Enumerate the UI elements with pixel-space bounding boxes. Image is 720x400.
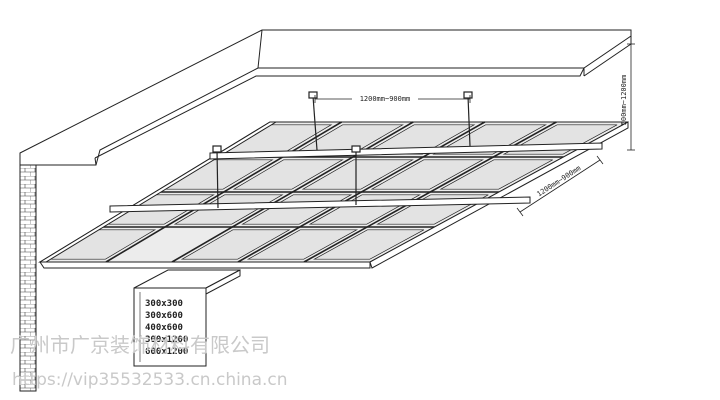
- hanger-rods: [212, 91, 473, 209]
- ceiling-panel: [439, 159, 553, 190]
- hanger-clip: [308, 91, 318, 99]
- dimension-label-drop: 500mm~1200mm: [620, 75, 628, 126]
- ceiling-panel: [301, 159, 414, 190]
- panel-size: 400x600: [145, 323, 183, 333]
- panel-size: 300x300: [145, 299, 183, 309]
- panel-size: 600x1200: [145, 347, 188, 357]
- panel-size: 300x1200: [145, 335, 188, 345]
- main-carrier-back: [209, 142, 603, 160]
- panel-size: 300x600: [145, 311, 183, 321]
- watermark-company: 广州市广京装饰材料有限公司: [10, 333, 270, 357]
- ceiling-panel: [180, 229, 291, 260]
- dimension-label-top: 1200mm~900mm: [360, 95, 411, 103]
- dimension-top-span: 1200mm~900mm: [314, 94, 471, 103]
- hanger-clip: [351, 145, 361, 153]
- hanger-clip: [212, 145, 222, 153]
- front-edge-trim: [39, 261, 371, 269]
- panel-size-list: 300x300 300x600 400x600 300x1200 600x1200: [145, 299, 188, 357]
- ceiling-slab: [19, 29, 632, 166]
- exploded-panel: 300x300 300x600 400x600 300x1200 600x1200: [133, 269, 241, 367]
- ceiling-panel: [370, 159, 484, 190]
- ceiling-panel: [246, 229, 359, 260]
- ceiling-panel: [232, 159, 344, 190]
- hanger-clip: [463, 91, 473, 99]
- side-edge-trim: [369, 121, 629, 269]
- main-carrier-front: [109, 196, 531, 213]
- watermark-url: https://vip35532533.cn.china.cn: [12, 370, 288, 390]
- ceiling-panel: [312, 229, 425, 260]
- grid-tees: [97, 121, 564, 263]
- main-carriers: [109, 142, 603, 213]
- brick-wall: [19, 164, 37, 392]
- dimension-drop-height: 500mm~1200mm: [620, 43, 635, 151]
- watermark: 广州市广京装饰材料有限公司 https://vip35532533.cn.chi…: [10, 333, 288, 390]
